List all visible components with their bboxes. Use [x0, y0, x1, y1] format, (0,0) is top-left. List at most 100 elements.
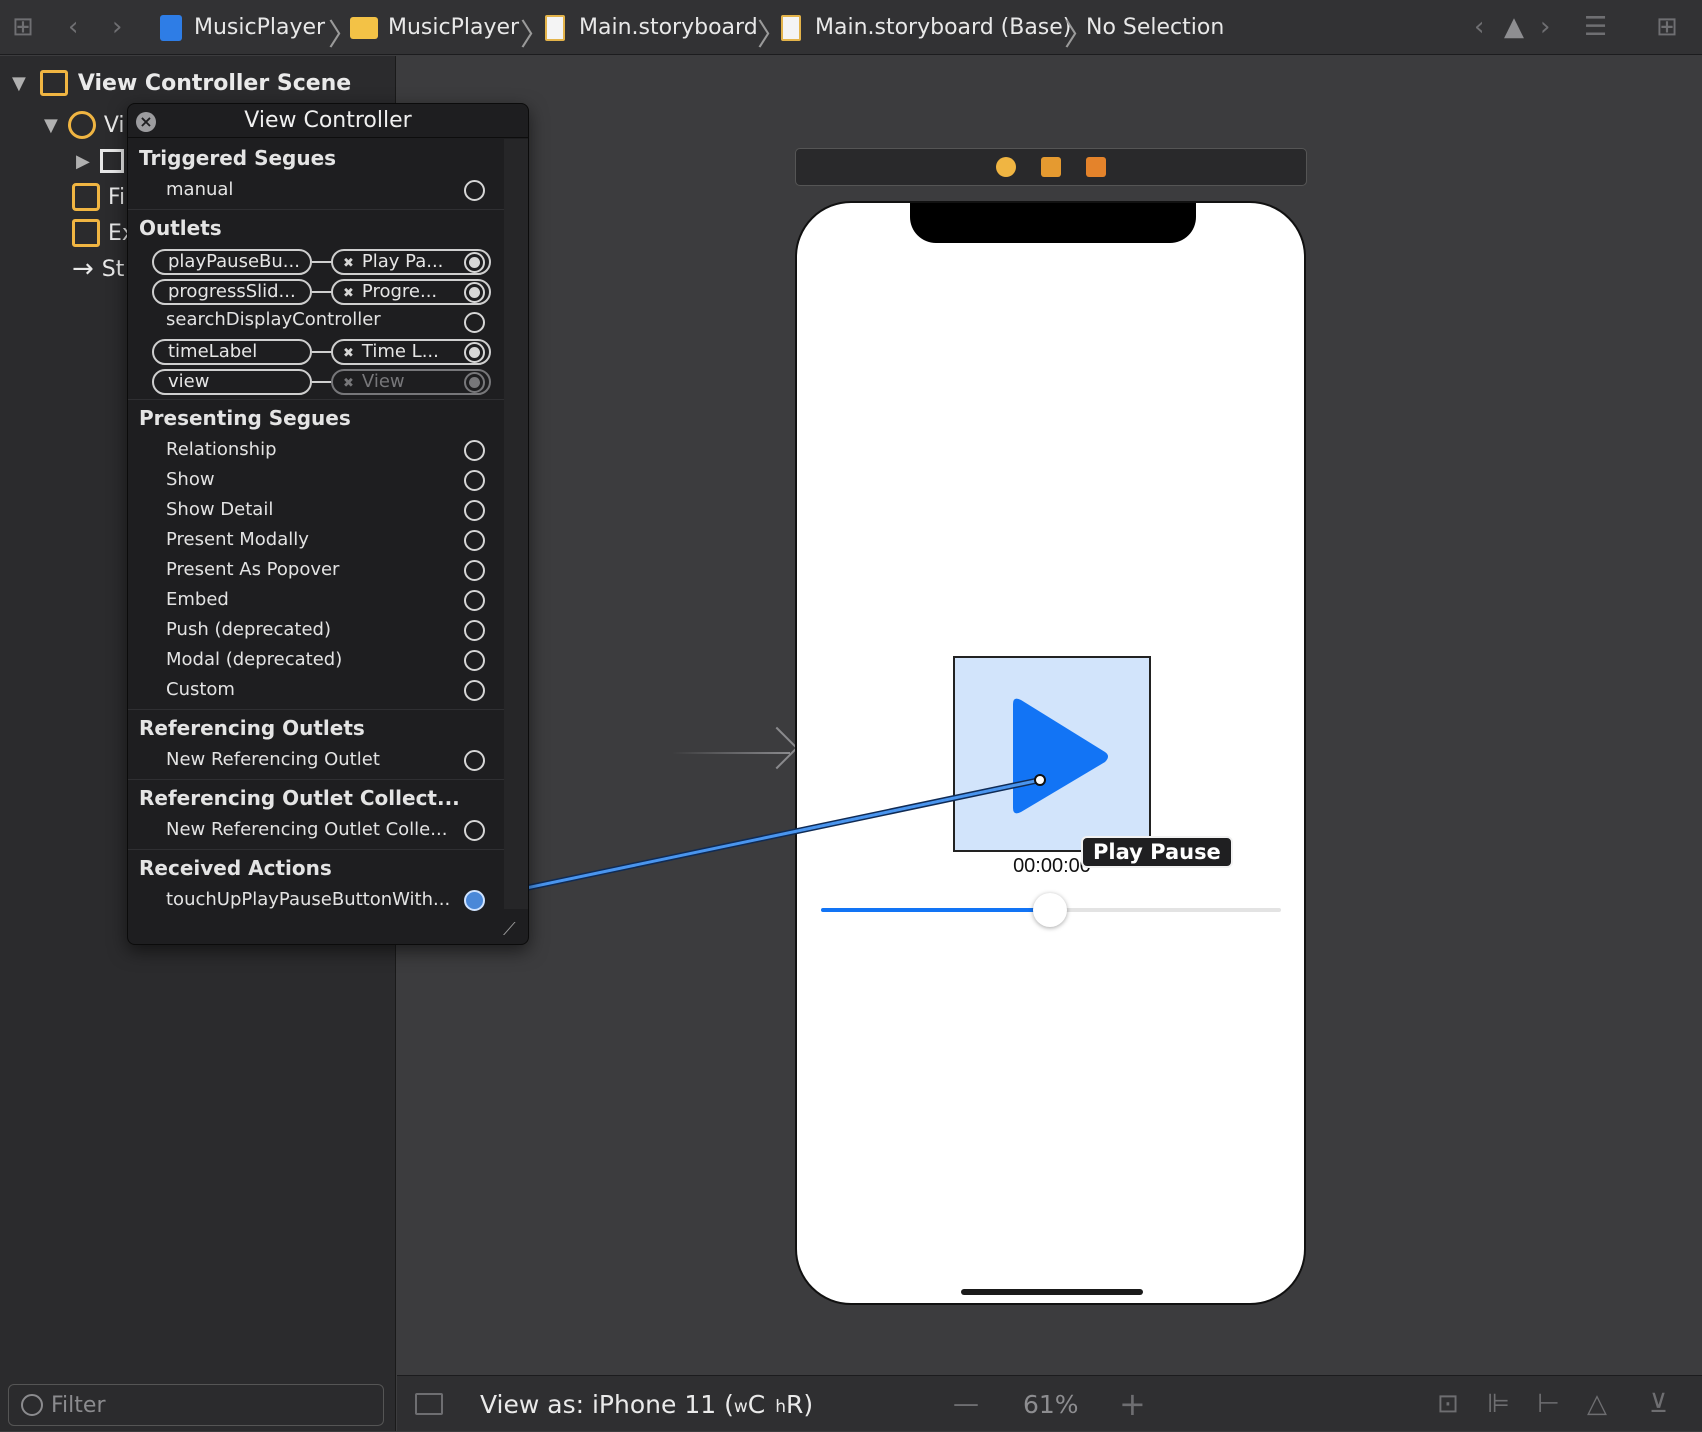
popover-scrollbar[interactable] — [504, 139, 528, 909]
entry-arrow-icon: → — [72, 254, 94, 284]
connection-circle-empty[interactable] — [464, 470, 485, 491]
section-divider — [128, 709, 504, 710]
folder-icon — [350, 16, 378, 39]
align-icon[interactable]: ⊫ — [1487, 1389, 1510, 1419]
document-items-icon[interactable]: ☰ — [1584, 12, 1608, 42]
connection-circle-filled[interactable] — [464, 252, 485, 273]
outlet-name-pill[interactable]: view — [152, 369, 312, 395]
connection-circle-filled[interactable] — [464, 282, 485, 303]
disclosure-closed-icon[interactable]: ▶ — [76, 150, 90, 172]
section-triggered-segues: Triggered Segues — [139, 146, 337, 170]
zoom-level[interactable]: 61% — [1023, 1389, 1079, 1419]
connection-circle-dimmed[interactable] — [464, 372, 485, 393]
segue-relationship: Relationship — [166, 439, 277, 460]
related-items-icon[interactable]: ⊞ — [12, 12, 34, 42]
exit-icon — [72, 219, 100, 247]
exit-dock-icon[interactable] — [1086, 157, 1106, 177]
segue-manual: manual — [166, 179, 234, 200]
filter-icon — [21, 1394, 43, 1416]
add-editor-icon[interactable]: ⊞ — [1656, 12, 1678, 42]
home-indicator — [961, 1289, 1143, 1295]
resize-grip-icon[interactable]: ⟋ — [503, 919, 516, 940]
connection-circle-empty[interactable] — [464, 440, 485, 461]
section-divider — [128, 779, 504, 780]
connection-circle-active[interactable] — [464, 890, 485, 911]
connection-circle-empty[interactable] — [464, 680, 485, 701]
outlet-name-pill[interactable]: progressSlid... — [152, 279, 312, 305]
outlet-search-display-controller: searchDisplayController — [166, 309, 381, 330]
outlet-name-pill[interactable]: timeLabel — [152, 339, 312, 365]
breadcrumb-project[interactable]: MusicPlayer — [160, 0, 325, 55]
section-divider — [128, 399, 504, 400]
view-icon — [99, 149, 124, 173]
outline-exit-row[interactable]: Ex — [72, 216, 135, 250]
previous-issue-icon[interactable]: ‹ — [1474, 12, 1485, 42]
segue-custom: Custom — [166, 679, 235, 700]
remove-connection-icon[interactable]: ✖ — [343, 256, 354, 271]
scene-icon — [39, 70, 68, 96]
breadcrumb-storyboard[interactable]: Main.storyboard — [545, 0, 758, 55]
connection-circle-empty[interactable] — [464, 590, 485, 611]
next-issue-icon[interactable]: › — [1540, 12, 1551, 42]
storyboard-file-icon — [545, 14, 565, 41]
connection-circle-empty[interactable] — [464, 750, 485, 771]
outlet-target-pill[interactable]: ✖Play Pa... — [331, 249, 491, 275]
connection-circle-filled[interactable] — [464, 342, 485, 363]
remove-connection-icon[interactable]: ✖ — [343, 346, 354, 361]
outline-filter-field[interactable]: Filter — [8, 1384, 384, 1426]
outline-view-row[interactable]: ▶ — [76, 144, 124, 178]
connection-circle-empty[interactable] — [464, 820, 485, 841]
disclosure-open-icon[interactable]: ▼ — [12, 72, 26, 94]
device-notch — [910, 203, 1196, 243]
first-responder-dock-icon[interactable] — [1041, 157, 1061, 177]
outline-storyboard-entry-row[interactable]: → St — [72, 254, 125, 284]
scene-dock — [795, 148, 1307, 186]
zoom-out-icon[interactable]: — — [953, 1389, 979, 1419]
breadcrumb-storyboard-base[interactable]: Main.storyboard (Base) — [781, 0, 1071, 55]
remove-connection-icon[interactable]: ✖ — [343, 286, 354, 301]
segue-show-detail: Show Detail — [166, 499, 274, 520]
outline-scene-row[interactable]: ▼ View Controller Scene — [12, 70, 352, 96]
segue-push-deprecated: Push (deprecated) — [166, 619, 331, 640]
remove-connection-icon[interactable]: ✖ — [343, 376, 354, 391]
connection-circle-empty[interactable] — [464, 312, 485, 333]
outline-first-responder-row[interactable]: Fi — [72, 180, 125, 214]
connection-circle-empty[interactable] — [464, 650, 485, 671]
new-referencing-outlet-collection: New Referencing Outlet Colle... — [166, 819, 448, 840]
embed-in-icon[interactable]: ⊻ — [1649, 1389, 1669, 1419]
iphone-canvas: 00:00:00 — [795, 201, 1306, 1305]
resolve-issues-icon[interactable]: △ — [1587, 1389, 1607, 1419]
disclosure-open-icon[interactable]: ▼ — [44, 114, 58, 136]
outlet-name-pill[interactable]: playPauseBu... — [152, 249, 312, 275]
new-referencing-outlet: New Referencing Outlet — [166, 749, 380, 770]
breadcrumb-folder[interactable]: MusicPlayer — [350, 0, 519, 55]
breadcrumb-separator: 〉 — [1064, 18, 1094, 53]
close-icon[interactable]: × — [136, 112, 156, 132]
pill-connector — [312, 291, 332, 293]
connection-circle-manual[interactable] — [464, 180, 485, 201]
pill-connector — [312, 381, 332, 383]
zoom-in-icon[interactable]: + — [1119, 1385, 1146, 1423]
connection-circle-empty[interactable] — [464, 500, 485, 521]
play-pause-button[interactable] — [953, 656, 1151, 852]
section-divider — [128, 849, 504, 850]
connection-circle-empty[interactable] — [464, 530, 485, 551]
outlet-target-pill[interactable]: ✖Time L... — [331, 339, 491, 365]
update-frames-icon[interactable]: ⊡ — [1437, 1389, 1459, 1419]
progress-slider-thumb[interactable] — [1033, 893, 1067, 927]
back-icon[interactable]: ‹ — [68, 12, 79, 42]
outlet-target-pill[interactable]: ✖Progre... — [331, 279, 491, 305]
toggle-outline-icon[interactable] — [415, 1376, 443, 1432]
connection-circle-empty[interactable] — [464, 620, 485, 641]
breadcrumb-selection[interactable]: No Selection — [1086, 15, 1225, 40]
device-configuration-button[interactable]: View as: iPhone 11 ( w C h R) — [480, 1389, 814, 1419]
outline-view-controller-row[interactable]: ▼ Vi — [44, 111, 125, 139]
segue-modal-deprecated: Modal (deprecated) — [166, 649, 343, 670]
view-controller-dock-icon[interactable] — [996, 157, 1016, 177]
warning-icon[interactable]: ▲ — [1504, 12, 1524, 42]
connection-circle-empty[interactable] — [464, 560, 485, 581]
forward-icon[interactable]: › — [112, 12, 123, 42]
outlet-target-pill[interactable]: ✖View — [331, 369, 491, 395]
section-referencing-outlets: Referencing Outlets — [139, 716, 365, 740]
add-constraints-icon[interactable]: ⊢ — [1537, 1389, 1560, 1419]
